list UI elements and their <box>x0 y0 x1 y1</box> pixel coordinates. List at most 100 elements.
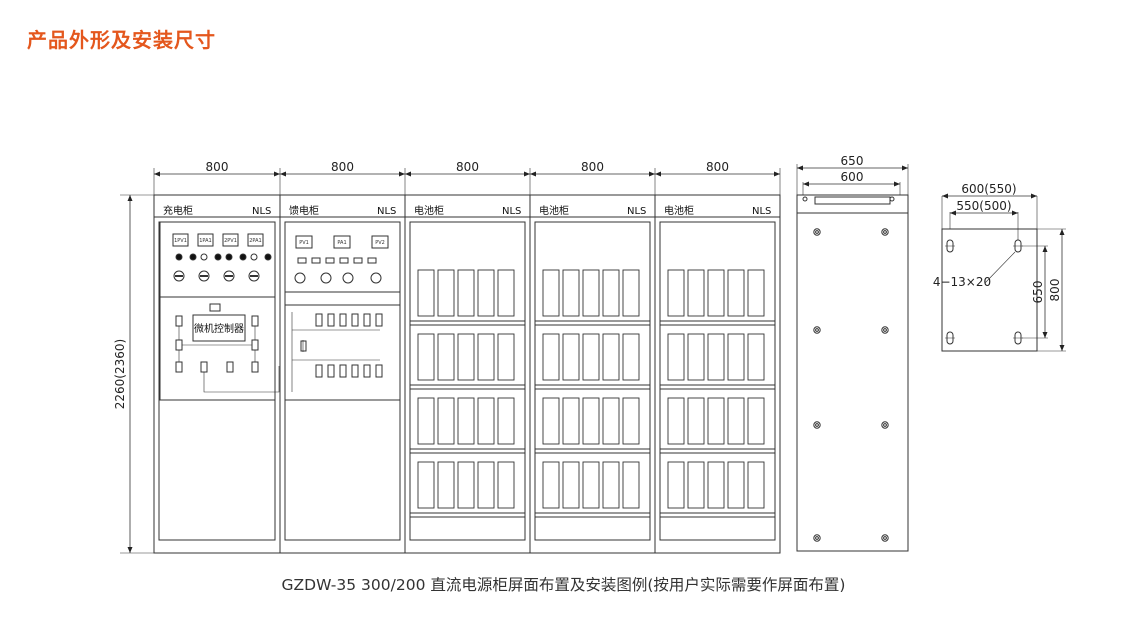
battery-cell <box>457 397 475 445</box>
battery-cell <box>582 333 600 381</box>
component <box>175 339 183 351</box>
arrow-left <box>405 171 411 177</box>
cabinet-name: 馈电柜 <box>289 204 319 217</box>
battery-cell <box>562 269 580 317</box>
mounting-hole-center <box>883 536 887 540</box>
width-dimension: 800 <box>581 160 604 174</box>
indicator <box>297 257 307 264</box>
cabinet-name: 电池柜 <box>414 204 444 217</box>
meter <box>371 235 389 249</box>
arrow-right <box>524 171 530 177</box>
resistor <box>200 361 208 373</box>
battery-cell <box>457 269 475 317</box>
battery-cell <box>477 333 495 381</box>
mounting-hole <box>881 228 889 236</box>
battery-cell <box>622 269 640 317</box>
battery-cell <box>747 461 765 509</box>
indicator <box>311 257 321 264</box>
cabinet-door <box>409 221 526 541</box>
bolt <box>889 196 895 202</box>
cabinet-name: 电池柜 <box>664 204 694 217</box>
selector-switch <box>223 270 235 282</box>
meter-label: PV2 <box>375 240 385 246</box>
mounting-hole-center <box>883 230 887 234</box>
mounting-hole <box>813 421 821 429</box>
cabinet-door <box>158 221 276 541</box>
width-dimension: 800 <box>331 160 354 174</box>
battery-cell <box>667 333 685 381</box>
mounting-hole-center <box>815 536 819 540</box>
feeder-breaker <box>363 364 371 378</box>
push-button <box>342 272 354 284</box>
base-plate <box>941 228 1038 352</box>
battery-cell <box>727 333 745 381</box>
feeder-upper-panel <box>284 221 401 293</box>
battery-cell <box>602 269 620 317</box>
battery-cell <box>542 397 560 445</box>
battery-cell <box>602 461 620 509</box>
battery-cell <box>707 269 725 317</box>
feeder-breaker <box>375 364 383 378</box>
cabinet-door <box>534 221 651 541</box>
indicator-lamp <box>264 253 272 261</box>
battery-cell <box>562 397 580 445</box>
resistor <box>226 361 234 373</box>
page-title: 产品外形及安装尺寸 <box>27 28 216 52</box>
arrow-right <box>1012 210 1018 216</box>
meter <box>197 233 214 247</box>
base-width-outer: 600(550) <box>961 182 1016 196</box>
indicator-lamp <box>189 253 197 261</box>
meter <box>247 233 264 247</box>
indicator <box>367 257 377 264</box>
charger-middle-panel <box>159 296 276 401</box>
meter <box>222 233 239 247</box>
leader-line <box>984 251 1016 284</box>
feeder-breaker <box>315 364 323 378</box>
meter-label: PA1 <box>337 240 346 246</box>
width-dimension: 800 <box>206 160 229 174</box>
base-depth-inner: 650 <box>1031 281 1045 304</box>
battery-cell <box>417 461 435 509</box>
arrow-left <box>950 210 956 216</box>
busbar <box>291 312 380 392</box>
feeder-lower-panel <box>284 304 401 401</box>
battery-cell <box>417 269 435 317</box>
cabinet-name: 电池柜 <box>539 204 569 217</box>
battery-cell <box>667 397 685 445</box>
component <box>251 339 259 351</box>
feeder-breaker <box>351 364 359 378</box>
mounting-hole <box>813 534 821 542</box>
battery-cell <box>602 397 620 445</box>
battery-cell <box>667 461 685 509</box>
cabinet-outline <box>153 194 281 554</box>
meter-label: 1PV1 <box>174 238 187 244</box>
battery-cell <box>687 461 705 509</box>
battery-cell <box>707 397 725 445</box>
base-depth-outer: 800 <box>1048 279 1062 302</box>
battery-cell <box>497 333 515 381</box>
mounting-hole-center <box>883 423 887 427</box>
battery-cell <box>582 269 600 317</box>
indicator-lamp <box>225 253 233 261</box>
battery-cell <box>437 333 455 381</box>
mounting-hole-center <box>815 423 819 427</box>
selector-switch <box>294 272 306 284</box>
battery-cell <box>687 333 705 381</box>
battery-cell <box>622 397 640 445</box>
battery-cell <box>582 461 600 509</box>
arrow-right <box>902 165 908 171</box>
width-dimension: 800 <box>456 160 479 174</box>
meter-label: 2PV1 <box>224 238 237 244</box>
battery-cell <box>687 269 705 317</box>
resistor <box>175 361 183 373</box>
arrow-down <box>127 547 133 553</box>
battery-cell <box>562 333 580 381</box>
indicator-lamp <box>250 253 258 261</box>
wiring <box>178 326 280 393</box>
drawing-caption: GZDW-35 300/200 直流电源柜屏面布置及安装图例(按用户实际需要作屏… <box>281 576 846 594</box>
cabinet-outline <box>279 194 406 554</box>
arrow-up <box>1059 229 1065 235</box>
